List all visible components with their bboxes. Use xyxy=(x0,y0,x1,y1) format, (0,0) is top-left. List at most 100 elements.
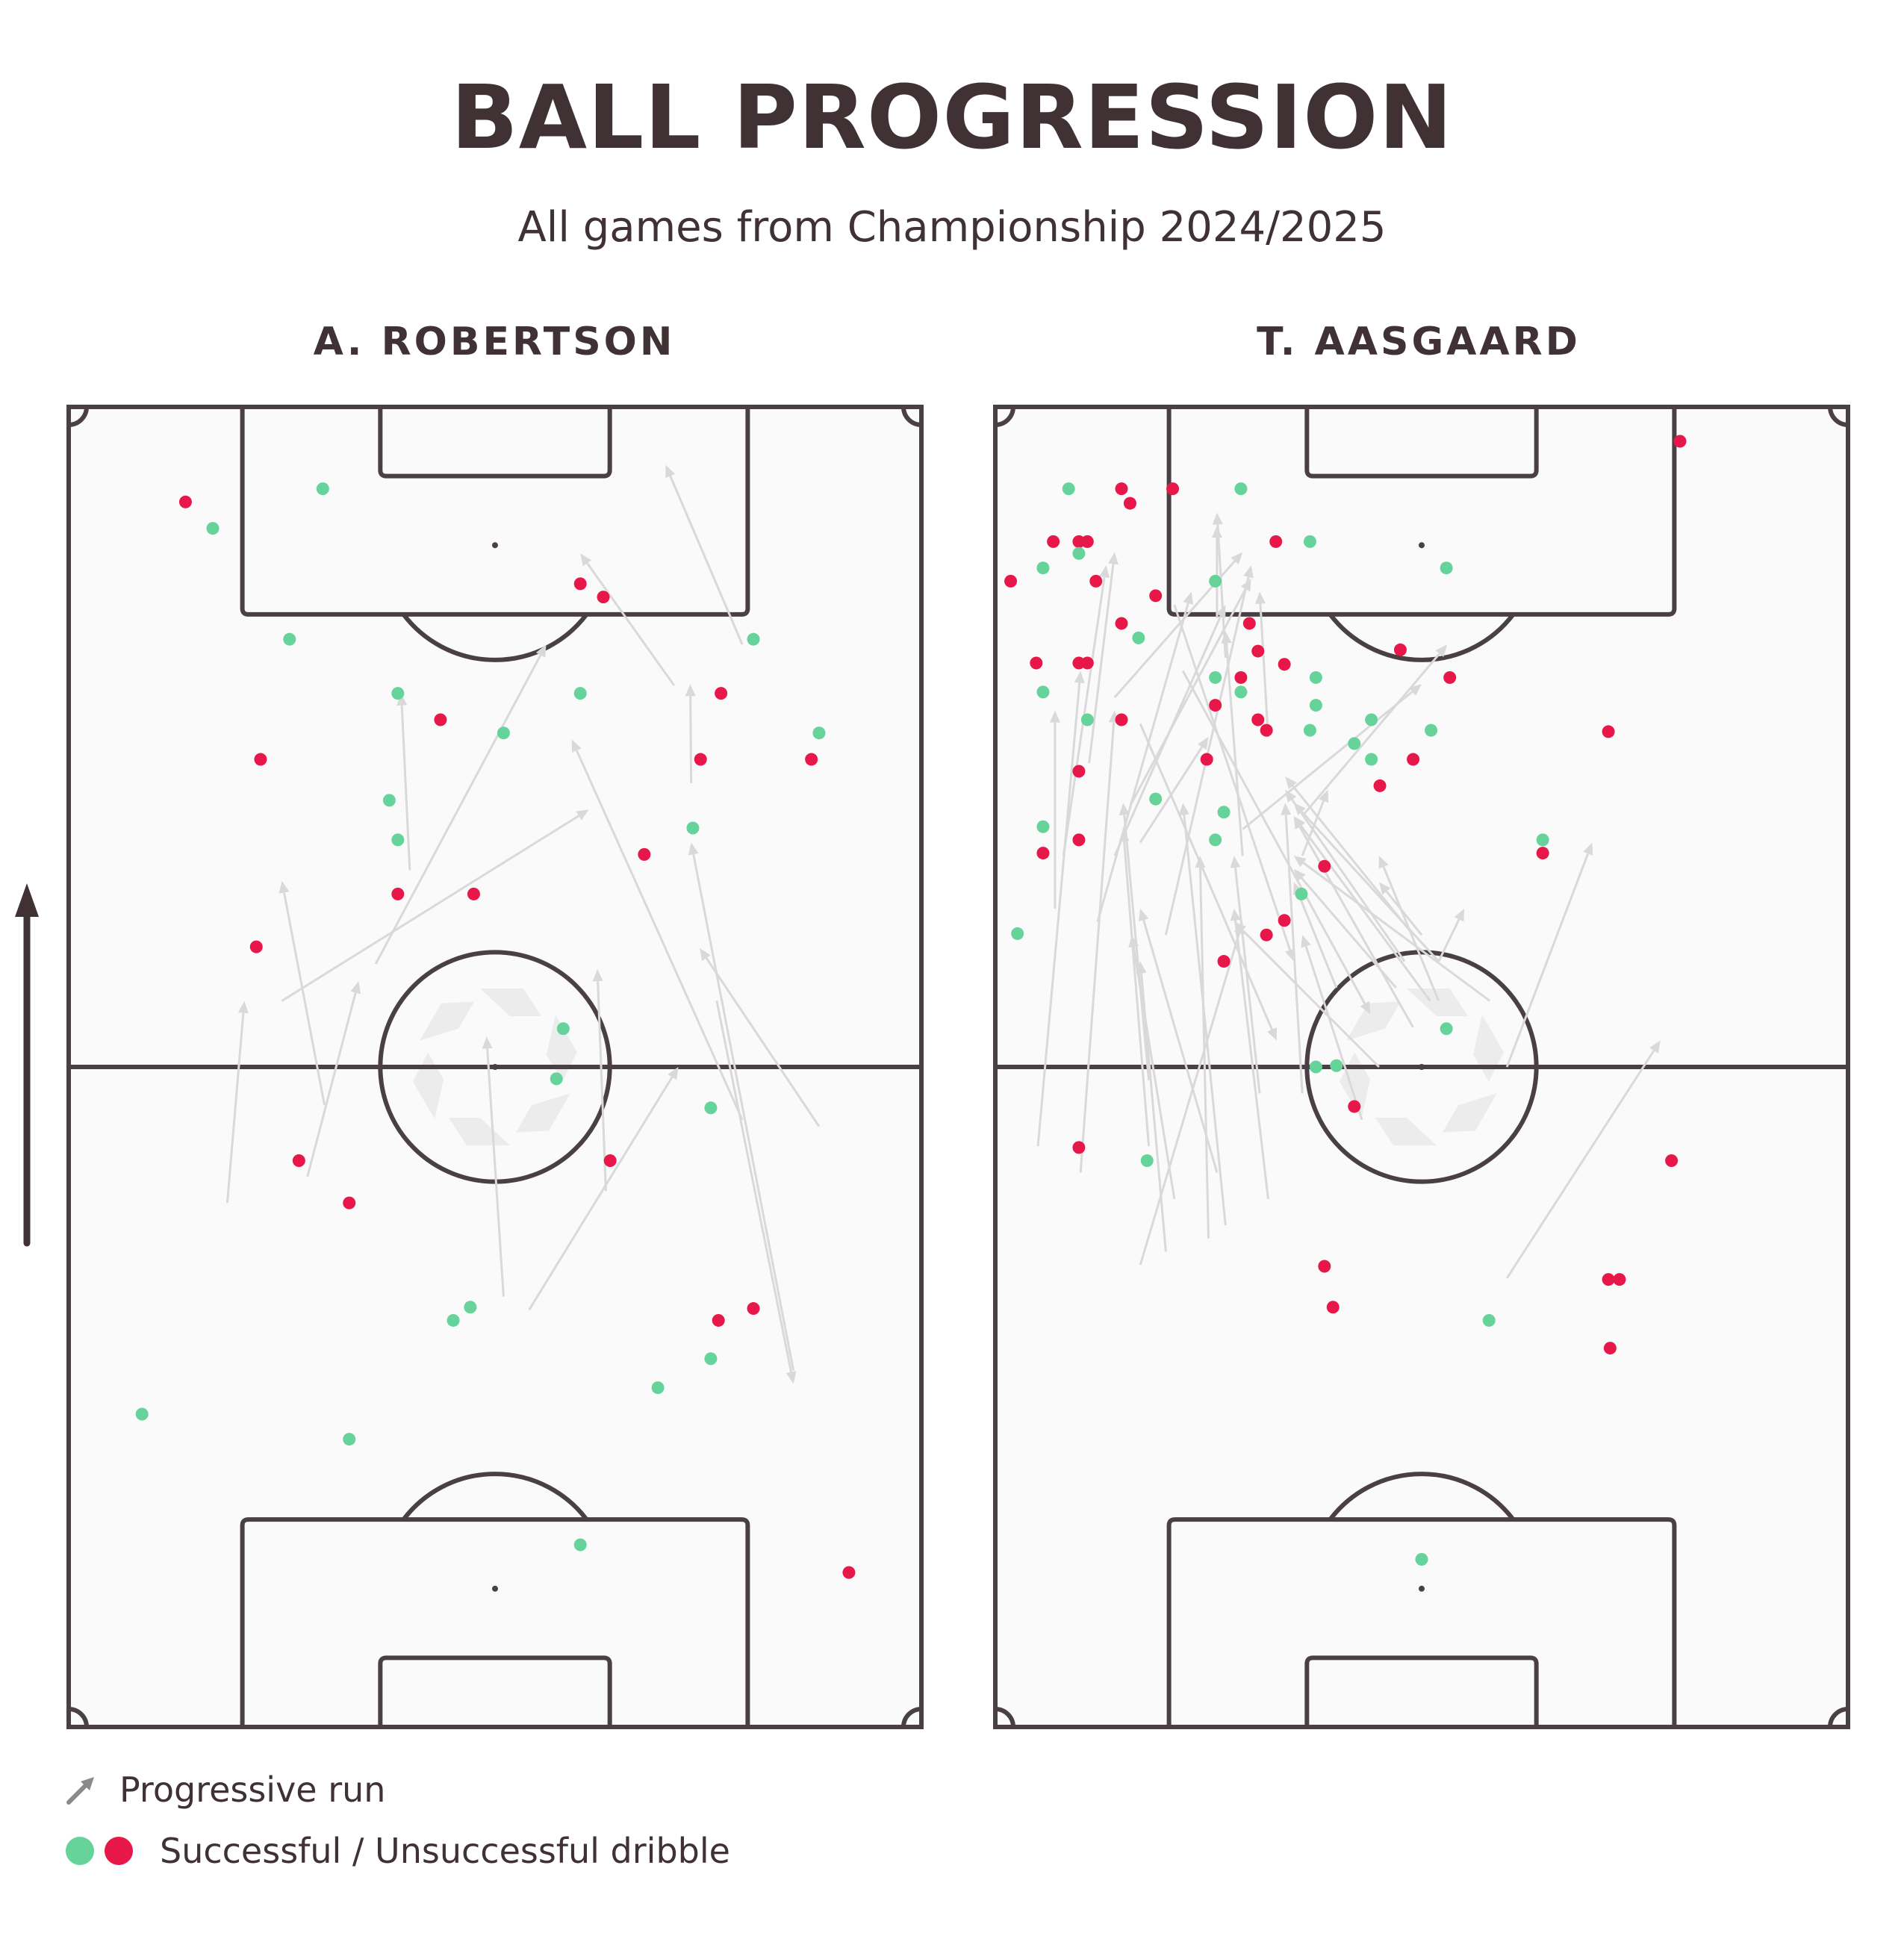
run-arrowhead xyxy=(1267,1027,1277,1041)
dribble-success-point xyxy=(1149,792,1163,806)
run-line xyxy=(1299,825,1431,1002)
dribble-fail-point xyxy=(638,847,651,861)
legend-dribble: Successful / Unsuccessful dribble xyxy=(66,1831,730,1871)
dribble-fail-point xyxy=(1072,833,1086,847)
star-logo-icon xyxy=(1340,989,1504,1145)
dribble-fail-point xyxy=(292,1154,305,1168)
run-arrowhead xyxy=(1230,856,1241,868)
progressive-run xyxy=(1293,803,1440,962)
dribble-success-point xyxy=(382,794,396,807)
run-arrowhead xyxy=(1195,856,1206,868)
run-arrowhead xyxy=(1231,552,1243,565)
dribble-fail-point xyxy=(1242,617,1256,630)
run-line xyxy=(1132,946,1176,1200)
run-line xyxy=(1298,826,1414,1028)
goal-box-bottom xyxy=(1304,1655,1539,1727)
dribble-success-point xyxy=(1072,547,1086,560)
run-arrowhead xyxy=(1285,777,1297,789)
dribble-fail-point xyxy=(1217,955,1231,968)
star-logo-segment xyxy=(1442,1093,1497,1133)
run-line xyxy=(1036,682,1081,1147)
progressive-run xyxy=(374,644,547,965)
dribble-success-point xyxy=(1425,723,1438,737)
progressive-run xyxy=(1233,921,1380,1068)
dribble-success-point xyxy=(1348,737,1361,750)
run-arrowhead xyxy=(350,981,361,995)
dribble-success-point xyxy=(1011,927,1024,940)
penalty-box-top xyxy=(1166,407,1677,617)
dribble-success-point xyxy=(1330,1059,1343,1072)
dribble-fail-point xyxy=(1251,644,1265,658)
progressive-run xyxy=(1119,829,1151,1147)
run-line xyxy=(1301,800,1325,856)
dribble-fail-point xyxy=(1318,1260,1331,1273)
progressive-run xyxy=(1285,777,1414,936)
dribble-fail-point xyxy=(1603,1342,1617,1355)
progressive-run xyxy=(1136,961,1167,1252)
penalty-arc-top xyxy=(1328,613,1516,662)
run-line xyxy=(281,815,579,1002)
dribble-fail-point xyxy=(1613,1273,1626,1286)
dribble-success-point xyxy=(1234,685,1248,699)
run-arrowhead xyxy=(1099,565,1110,579)
run-line xyxy=(283,892,326,1106)
progressive-run xyxy=(1139,723,1277,1041)
run-line xyxy=(400,705,411,871)
run-arrowhead xyxy=(1138,908,1149,922)
dribble-fail-point xyxy=(1209,699,1222,712)
dribble-success-point xyxy=(550,1072,563,1086)
progressive-run xyxy=(1138,908,1219,1173)
run-arrowhead xyxy=(1435,644,1448,657)
dribble-fail-point xyxy=(1080,656,1094,670)
penalty-arc-bottom xyxy=(401,1472,589,1521)
run-line xyxy=(1242,929,1380,1068)
run-line xyxy=(692,853,795,1371)
goal-box-bottom xyxy=(378,1655,612,1727)
dribble-fail-point xyxy=(1278,658,1291,671)
dribble-fail-point xyxy=(1393,643,1407,656)
run-line xyxy=(1385,890,1423,936)
run-arrowhead xyxy=(1409,684,1422,696)
progressive-runs xyxy=(1036,512,1661,1279)
dribble-success-point xyxy=(704,1101,718,1115)
dribble-success-point xyxy=(1482,1313,1496,1327)
run-arrowhead xyxy=(668,1067,679,1080)
run-line xyxy=(1284,815,1304,1094)
progressive-run xyxy=(528,1067,679,1311)
progressive-run xyxy=(1230,856,1261,1094)
run-arrowhead xyxy=(396,693,408,706)
run-line xyxy=(306,992,357,1177)
run-line xyxy=(1292,785,1414,936)
progressive-run xyxy=(1378,856,1440,1002)
run-arrowhead xyxy=(1178,803,1189,816)
progressive-run xyxy=(1293,816,1414,1028)
dribble-fail-point xyxy=(254,753,267,766)
run-line xyxy=(1173,604,1292,950)
run-arrowhead xyxy=(1049,710,1060,723)
dribble-fail-point xyxy=(1047,535,1060,548)
dribble-success-point xyxy=(1036,820,1050,833)
progressive-run xyxy=(592,969,607,1192)
run-line xyxy=(1183,815,1227,1226)
run-line xyxy=(528,1076,673,1311)
star-logo-segment xyxy=(480,989,541,1016)
progressive-run xyxy=(665,464,744,645)
run-line xyxy=(1437,918,1460,962)
pitch-robertson xyxy=(66,405,924,1729)
run-arrowhead xyxy=(1454,908,1465,922)
dribble-fail-point xyxy=(1200,753,1213,766)
progressive-run xyxy=(1088,552,1119,764)
dribbles xyxy=(135,482,856,1579)
corner-arc xyxy=(901,1707,922,1728)
run-line xyxy=(1096,603,1189,922)
run-arrowhead xyxy=(1293,868,1306,882)
dribble-fail-point xyxy=(1072,765,1086,778)
progressive-run xyxy=(685,684,696,783)
run-arrowhead xyxy=(1136,961,1147,974)
run-arrowhead xyxy=(1319,789,1329,803)
run-arrowhead xyxy=(1221,631,1232,644)
dribble-fail-point xyxy=(343,1196,356,1210)
run-arrowhead xyxy=(535,644,547,658)
dribble-fail-point xyxy=(1260,928,1273,942)
